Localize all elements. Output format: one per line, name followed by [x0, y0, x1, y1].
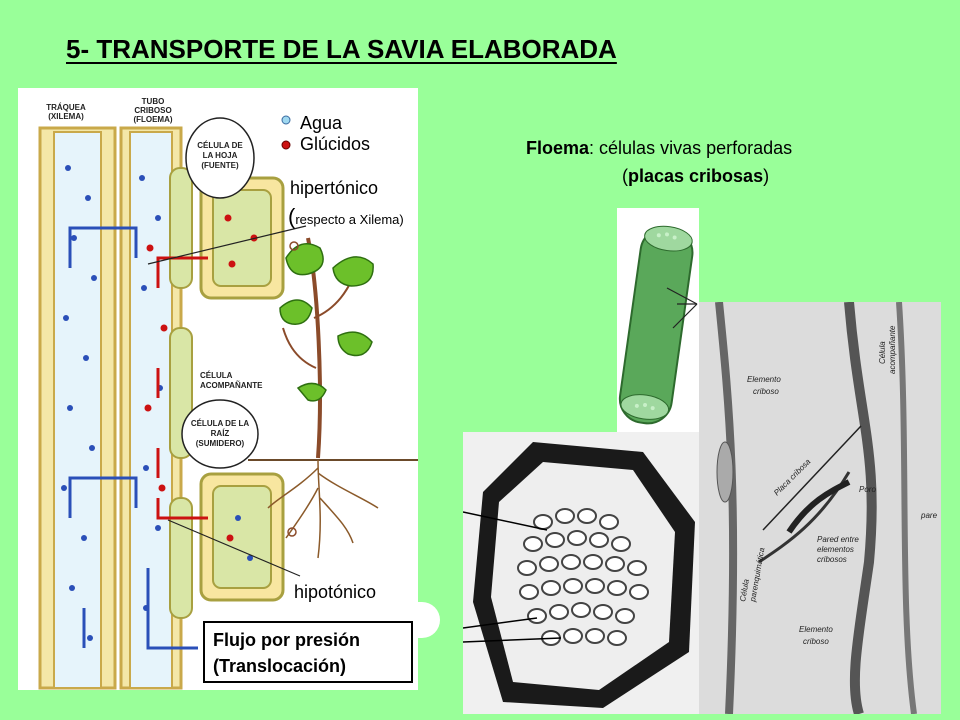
micro-wall-2: elementos [817, 545, 854, 554]
micro-element-bottom-2: criboso [803, 637, 829, 646]
plant-illustration [248, 237, 418, 559]
flow-box-line1: Flujo por presión [213, 630, 360, 650]
pressure-flow-box: Flujo por presión (Translocación) [203, 621, 413, 683]
phloem-description: Floema: células vivas perforadas (placas… [520, 134, 890, 190]
flow-box-line2: (Translocación) [213, 656, 347, 676]
hypertonic-paren: ( [288, 204, 296, 229]
sieve-plate-micrograph [463, 432, 699, 714]
legend-water: Agua [300, 113, 343, 133]
leaf-cell-label-3: (FUENTE) [201, 161, 239, 170]
floema-rest: : células vivas perforadas [589, 138, 793, 158]
leaf-cell-label-2: LA HOJA [203, 151, 238, 160]
root-cell-label-3: (SUMIDERO) [196, 439, 245, 448]
hypertonic-detail: (respecto a Xilema) [288, 204, 404, 230]
legend-glucids: Glúcidos [300, 134, 371, 154]
hypertonic-detail-text: respecto a Xilema) [295, 212, 404, 227]
phloem-label-2: CRIBOSO [134, 106, 171, 115]
plates-paren-open: ( [622, 166, 628, 186]
xylem-label-2: (XILEMA) [48, 112, 84, 121]
micro-wall-1: Pared entre [817, 535, 859, 544]
transport-diagram-svg: TRÁQUEA (XILEMA) TUBO CRIBOSO (FLOEMA) C… [38, 97, 418, 690]
phloem-transport-diagram: TRÁQUEA (XILEMA) TUBO CRIBOSO (FLOEMA) C… [18, 88, 418, 690]
companion-label-2: ACOMPAÑANTE [200, 381, 263, 390]
leaf-cell-label-1: CÉLULA DE [197, 141, 243, 150]
micro-companion-1: Célula [878, 341, 887, 364]
sieve-tube-illustration [617, 208, 699, 432]
micro-parenchyma-1: Célula [738, 578, 751, 602]
root-cell-label-1: CÉLULA DE LA [191, 419, 250, 428]
water-dot-icon [280, 113, 294, 125]
sieve-element-micrograph: Elemento criboso Célula acompañante Plac… [699, 302, 941, 714]
micro-companion-2: acompañante [888, 325, 897, 374]
slide-title: 5- TRANSPORTE DE LA SAVIA ELABORADA [66, 34, 617, 64]
floema-term: Floema [526, 138, 590, 158]
hypotonic-label: hipotónico [294, 582, 377, 602]
floema-plates: placas cribosas [628, 166, 764, 186]
xylem-label-1: TRÁQUEA [46, 103, 86, 112]
phloem-label-3: (FLOEMA) [133, 115, 172, 124]
micro-pore-label: Poro [859, 485, 876, 494]
phloem-label-1: TUBO [142, 97, 165, 106]
glucid-dot-icon [280, 138, 294, 150]
micro-element-1: Elemento [747, 375, 781, 384]
hypertonic-label: hipertónico [290, 178, 379, 198]
micro-edge-label: pare [920, 511, 938, 520]
plates-paren-close: ) [763, 166, 770, 186]
root-cell-label-2: RAÍZ [211, 429, 230, 438]
micro-element-bottom-1: Elemento [799, 625, 833, 634]
micro-wall-3: cribosos [817, 555, 847, 564]
callout-bubble [408, 602, 440, 638]
micro-element-2: criboso [753, 387, 779, 396]
companion-label-1: CÉLULA [200, 371, 233, 380]
